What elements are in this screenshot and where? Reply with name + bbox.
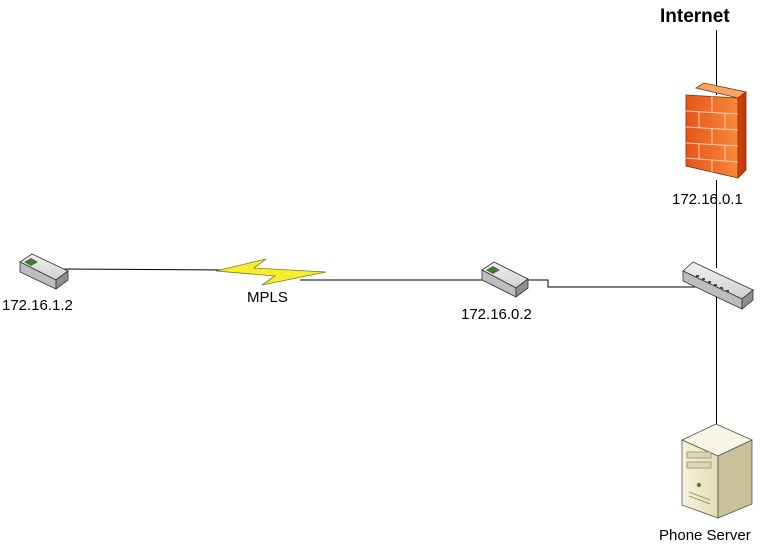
switch-icon (682, 261, 754, 310)
mpls-label: MPLS (247, 289, 288, 306)
internet-label: Internet (660, 6, 730, 27)
router-icon-remote (19, 253, 69, 290)
router-icon-local (481, 261, 529, 298)
links (59, 30, 717, 476)
link-local-router-switch (525, 279, 706, 288)
local-router-ip-label: 172.16.0.2 (461, 306, 532, 323)
server-icon (681, 423, 753, 519)
phone-server-label: Phone Server (659, 527, 751, 544)
firewall-icon (685, 82, 747, 179)
firewall-ip-label: 172.16.0.1 (672, 191, 743, 208)
lightning-bolt-icon (215, 258, 327, 286)
link-remote-router-mpls (59, 268, 229, 271)
remote-router-ip-label: 172.16.1.2 (2, 297, 73, 314)
